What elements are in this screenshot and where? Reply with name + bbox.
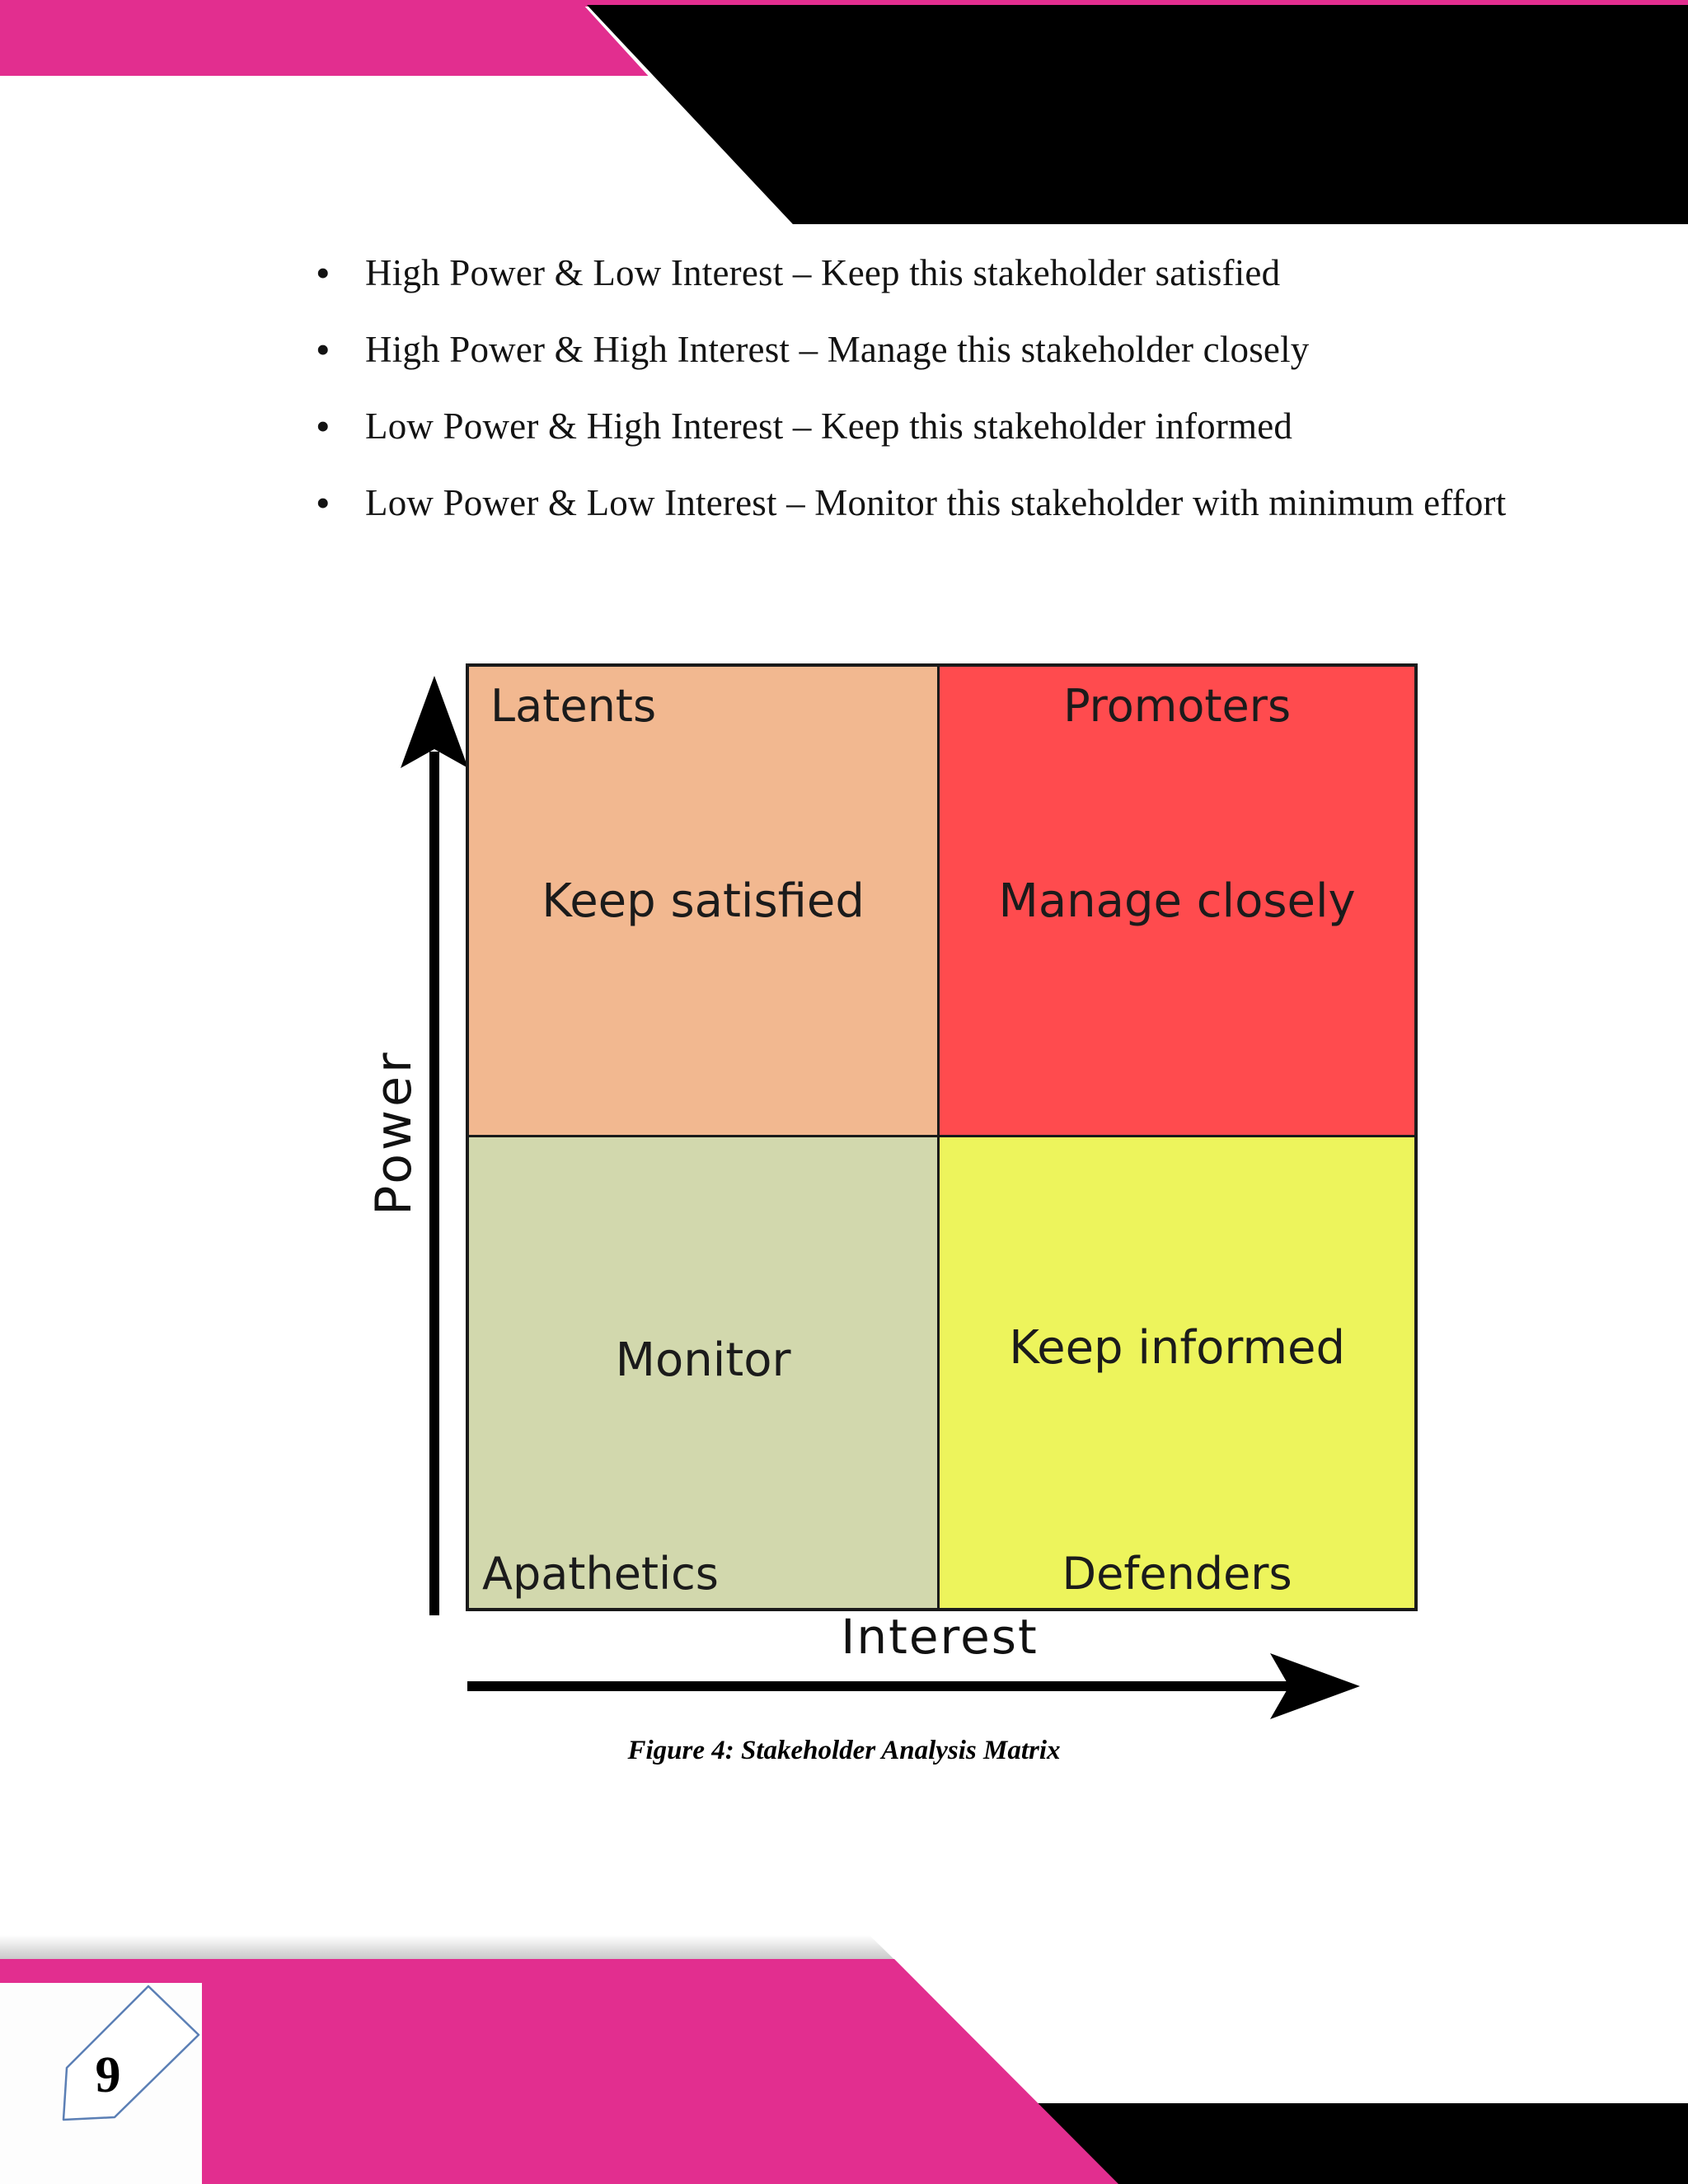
quadrant-high-power-low-interest: Latents Keep satisfied [469, 667, 940, 1137]
quadrant-action: Keep informed [1009, 1321, 1345, 1375]
quadrant-low-power-low-interest: Monitor Apathetics [469, 1137, 940, 1608]
quadrant-action: Keep satisfied [542, 874, 865, 928]
list-item-text: Low Power & High Interest – Keep this st… [365, 405, 1293, 447]
page-number-badge: 9 [62, 1985, 200, 2121]
quadrant-action: Manage closely [998, 874, 1356, 928]
quadrant-action: Monitor [615, 1333, 791, 1387]
footer-shadow-band [0, 1935, 895, 1960]
bullet-icon: • [316, 480, 331, 526]
quadrant-low-power-high-interest: Keep informed Defenders [940, 1137, 1414, 1608]
quadrant-name: Latents [490, 680, 657, 732]
header-pink-strip [0, 0, 1688, 7]
quadrant-name: Apathetics [482, 1548, 719, 1600]
list-item: • Low Power & High Interest – Keep this … [316, 388, 1552, 465]
list-item-text: Low Power & Low Interest – Monitor this … [365, 482, 1507, 523]
footer-black-band [1021, 2103, 1688, 2184]
list-item: • High Power & High Interest – Manage th… [316, 312, 1552, 388]
stakeholder-matrix: Latents Keep satisfied Promoters Manage … [466, 663, 1418, 1611]
bullet-list: • High Power & Low Interest – Keep this … [316, 235, 1552, 541]
page-number: 9 [96, 2047, 121, 2103]
figure-caption: Figure 4: Stakeholder Analysis Matrix [627, 1736, 1061, 1765]
quadrant-high-power-high-interest: Promoters Manage closely [940, 667, 1414, 1137]
interest-axis-label: Interest [841, 1609, 1039, 1665]
header-black-band [587, 5, 1688, 224]
interest-axis-arrow-icon [467, 1653, 1360, 1719]
power-axis-arrow-icon [401, 676, 468, 1615]
quadrant-name: Promoters [1063, 680, 1292, 732]
badge-pentagon-shape [62, 1985, 200, 2121]
list-item: • High Power & Low Interest – Keep this … [316, 235, 1552, 312]
bullet-icon: • [316, 326, 331, 373]
header-pink-band [0, 0, 649, 76]
bullet-icon: • [316, 250, 331, 296]
list-item-text: High Power & Low Interest – Keep this st… [365, 252, 1281, 293]
quadrant-name: Defenders [1062, 1548, 1292, 1600]
list-item: • Low Power & Low Interest – Monitor thi… [316, 465, 1552, 541]
list-item-text: High Power & High Interest – Manage this… [365, 329, 1310, 370]
bullet-icon: • [316, 403, 331, 449]
